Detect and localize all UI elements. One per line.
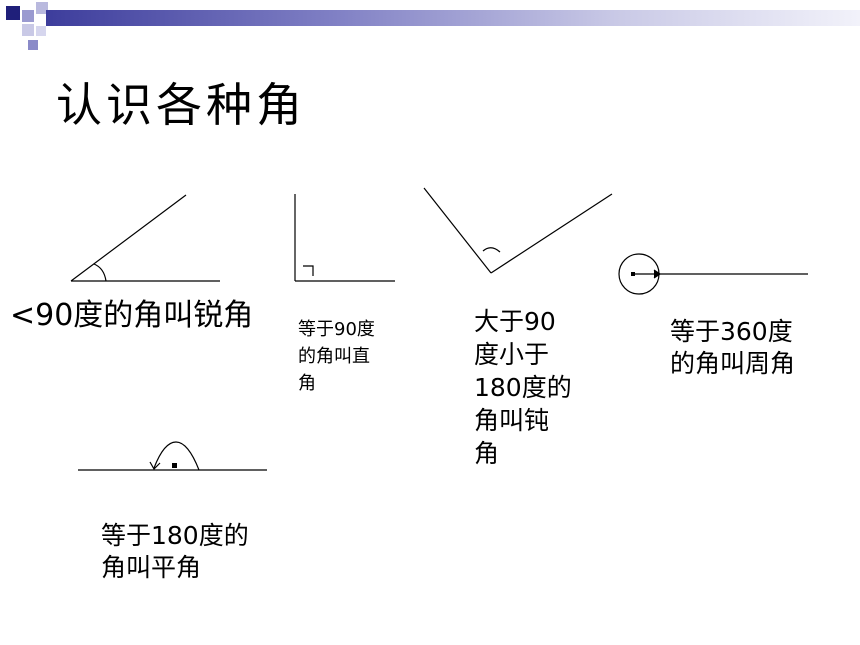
obtuse-angle-right-ray bbox=[490, 193, 613, 274]
header-gradient-bar bbox=[46, 10, 860, 26]
obtuse-angle-figure bbox=[423, 187, 613, 274]
right-angle-label: 等于90度 的角叫直 角 bbox=[298, 319, 375, 394]
obtuse-angle-left-ray bbox=[423, 187, 492, 274]
slide-title: 认识各种角 bbox=[56, 78, 306, 132]
right-angle-figure bbox=[294, 194, 395, 282]
decor-square-light bbox=[22, 10, 34, 22]
acute-angle-label: <90度的角叫锐角 bbox=[10, 298, 254, 333]
full-angle-label: 等于360度 的角叫周角 bbox=[670, 317, 796, 378]
straight-angle-figure bbox=[78, 441, 267, 471]
decor-square-dark bbox=[28, 40, 38, 50]
obtuse-angle-label: 大于90 度小于 180度的 角叫钝 角 bbox=[474, 307, 572, 468]
decor-square-light bbox=[36, 2, 48, 14]
decor-square-dark bbox=[6, 6, 20, 20]
obtuse-angle-arc bbox=[482, 247, 501, 253]
decor-square-light bbox=[22, 24, 34, 36]
straight-angle-vertex-dot bbox=[172, 463, 177, 468]
decor-square-light bbox=[36, 26, 46, 36]
acute-angle-arm-ray bbox=[70, 194, 187, 282]
straight-angle-label: 等于180度的 角叫平角 bbox=[101, 521, 249, 582]
straight-angle-arc bbox=[153, 441, 200, 471]
full-angle-figure bbox=[618, 253, 808, 295]
straight-angle-arrowhead bbox=[149, 461, 161, 470]
full-angle-vertex-dot bbox=[631, 272, 635, 276]
acute-angle-figure bbox=[70, 194, 220, 282]
right-angle-marker bbox=[303, 265, 314, 276]
acute-angle-arc bbox=[93, 263, 107, 282]
full-angle-arrowhead bbox=[653, 269, 662, 279]
slide-header-decoration bbox=[0, 0, 860, 56]
